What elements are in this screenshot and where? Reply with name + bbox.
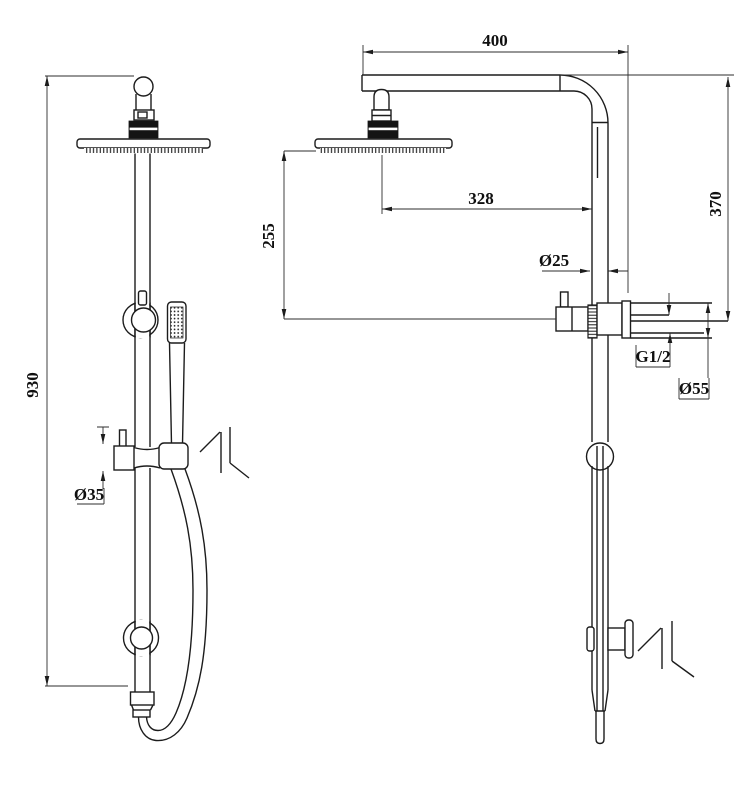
dim-label-o35: Ø35 [74,485,104,504]
rain-shower-head-front [76,76,211,154]
lower-bracket-ring [122,619,160,657]
spray-face-side [320,148,446,154]
callout-inlet-thread: G1/2 [636,293,673,368]
shower-head-plate-side [314,138,453,149]
hand-shower-hose [137,468,208,742]
spray-face [84,148,203,154]
dim-label-o55: Ø55 [679,379,709,398]
rail-outlet [129,691,155,718]
knurled-grip [587,304,598,339]
riser-pipe-front [134,153,151,692]
diverter-pin [137,290,148,306]
callout-flange-diameter: Ø55 [678,303,711,400]
break-symbol-front [199,427,250,479]
dim-label-370: 370 [706,191,725,217]
dim-slider-diameter: Ø35 [74,426,109,505]
slider-pin [118,429,127,448]
ball-joint [133,76,154,97]
side-view: 400 370 328 255 Ø25 [259,31,734,745]
dim-riser-diameter: Ø25 [539,251,628,274]
dim-label-328: 328 [468,189,494,208]
break-symbol-side [637,621,695,678]
holder-ring [122,290,159,339]
dim-overall-height: 930 [23,75,134,687]
wall-flange [621,300,632,339]
dim-label-o25: Ø25 [539,251,569,270]
dim-head-drop: 255 [259,150,556,320]
wall-inlet-stub [630,302,728,339]
shower-head-plate [76,138,211,149]
front-view: 930 Ø35 [23,75,250,742]
wall-bracket-side [586,619,634,659]
hand-shower-face [170,306,184,339]
dim-label-g12: G1/2 [636,347,671,366]
hand-shower-front [166,301,187,445]
rain-shower-head-side [314,88,453,154]
dim-head-projection: 328 [381,155,592,214]
hand-shower-holder-ball [585,442,615,471]
diverter-valve [555,291,728,339]
dim-label-930: 930 [23,372,42,398]
dim-arm-length: 400 [362,31,629,293]
dim-label-255: 255 [259,223,278,249]
diverter-pin-side [559,291,569,308]
dim-wall-drop: 370 [560,74,734,321]
dim-label-400: 400 [482,31,508,50]
shower-arm [361,74,609,124]
slider-bracket [113,429,189,471]
hand-shower-side [585,442,615,745]
riser-pipe-side [591,109,609,442]
